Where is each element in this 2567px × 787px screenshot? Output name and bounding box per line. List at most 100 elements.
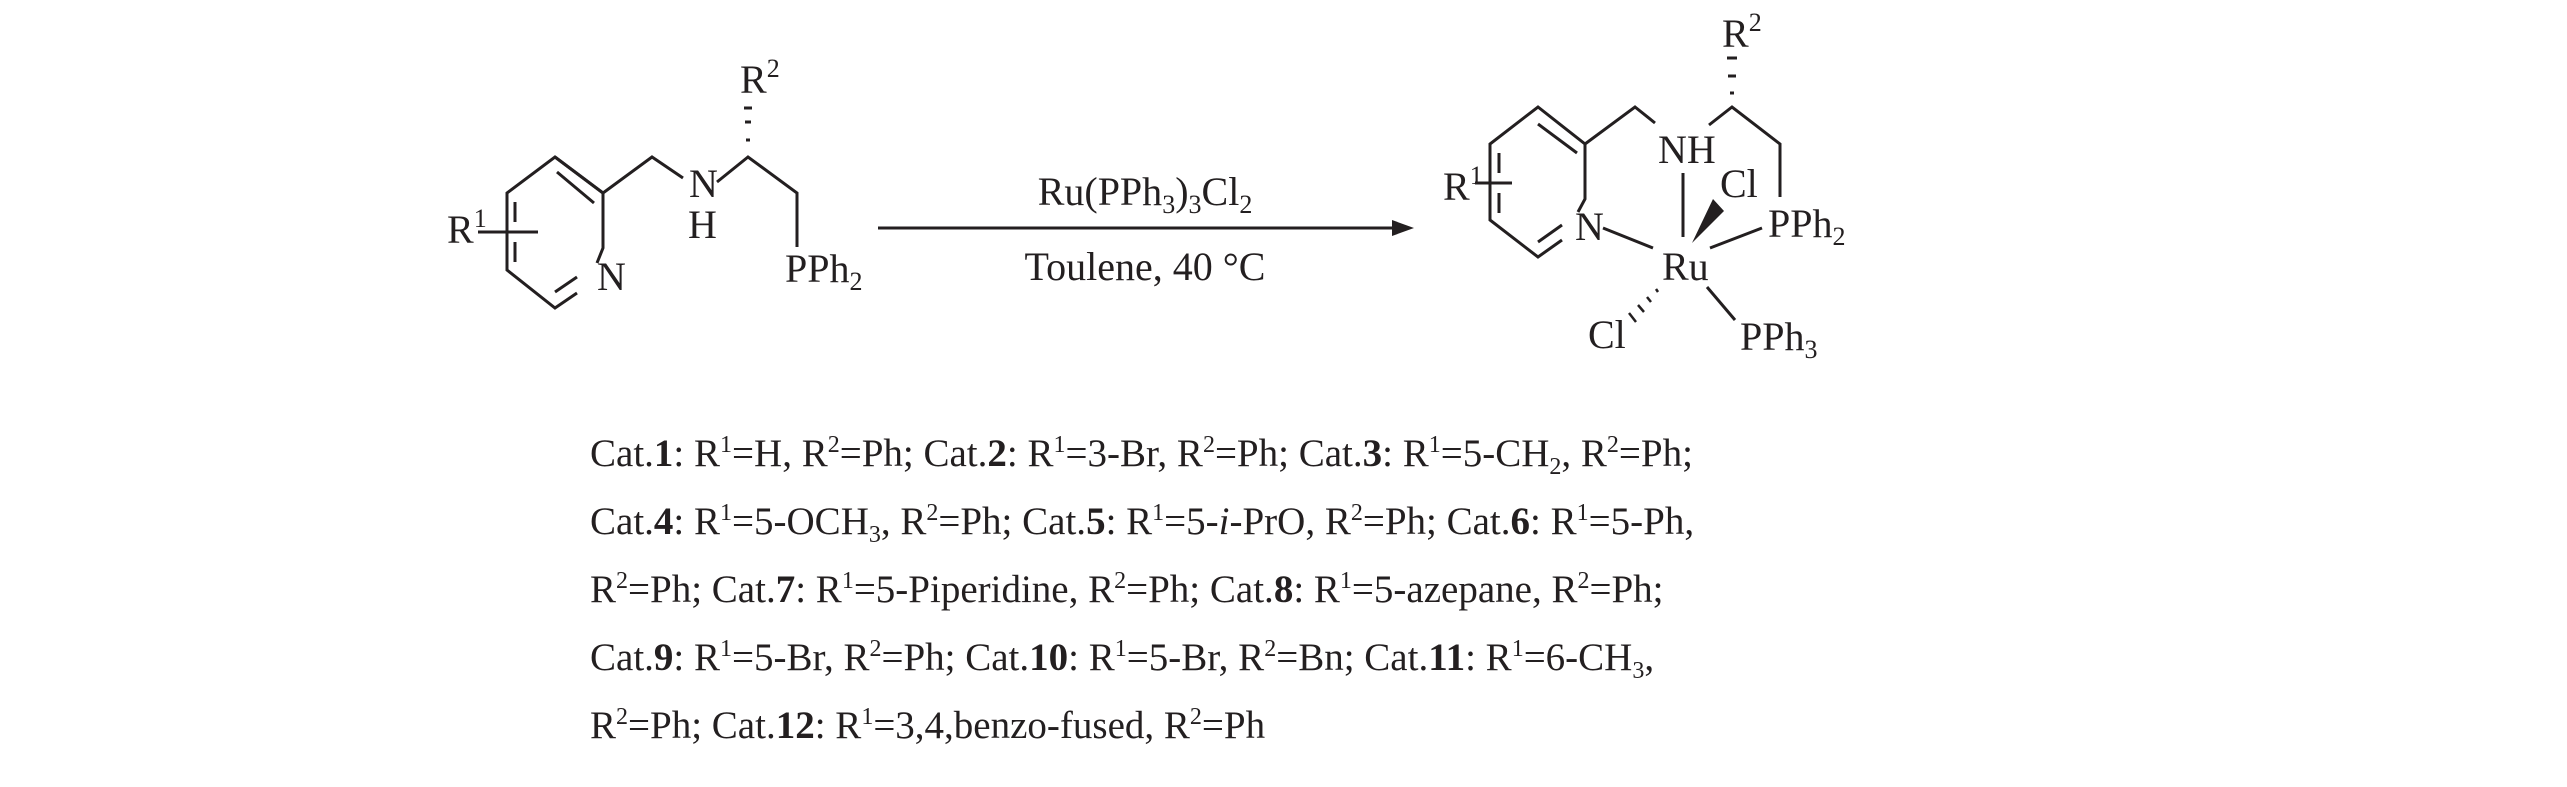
- caption-segment: -PrO, R: [1229, 500, 1351, 543]
- caption-segment: =H, R: [732, 432, 828, 475]
- caption-segment: 1: [841, 568, 854, 594]
- caption-segment: : R: [1530, 500, 1577, 543]
- product-pph3-label: PPh3: [1740, 314, 1818, 364]
- hashed-bond: [1727, 56, 1737, 95]
- caption-segment: 1: [653, 432, 674, 475]
- caption-segment: =Bn; Cat.: [1276, 636, 1429, 679]
- caption-segment: : R: [814, 704, 862, 747]
- cl-bottom-label: Cl: [1588, 312, 1626, 357]
- caption-segment: ,: [1644, 636, 1655, 679]
- caption-segment: 2: [1606, 432, 1619, 458]
- caption-segment: 1: [1152, 500, 1165, 526]
- caption-segment: =6-CH: [1523, 636, 1633, 679]
- caption-segment: 1: [720, 432, 733, 458]
- caption-segment: 1: [1428, 432, 1441, 458]
- product-r2-label: R2: [1722, 8, 1762, 56]
- product-nh-label: NH: [1658, 127, 1716, 172]
- caption-segment: 1: [1576, 500, 1589, 526]
- caption-segment: 2: [869, 636, 882, 662]
- caption-segment: =Ph; Cat.: [938, 500, 1087, 543]
- cl-top-label: Cl: [1720, 161, 1758, 206]
- amine-h-label: H: [688, 202, 717, 247]
- caption-segment: =Ph; Cat.: [628, 568, 776, 611]
- caption-segment: 2: [1189, 704, 1202, 730]
- caption-line: R2=Ph; Cat.7: R1=5-Piperidine, R2=Ph; Ca…: [590, 556, 1694, 624]
- caption-segment: =3,4,benzo-fused, R: [873, 704, 1190, 747]
- caption-segment: : R: [1006, 432, 1054, 475]
- product-structure: R1 N NH R2 Ru Cl Cl PPh2 PPh3: [1443, 8, 1846, 364]
- caption-segment: 2: [1549, 454, 1562, 480]
- caption-segment: 6: [1510, 500, 1531, 543]
- caption-segment: 1: [1114, 636, 1127, 662]
- caption-segment: 2: [926, 500, 939, 526]
- caption-segment: 10: [1029, 636, 1069, 679]
- caption-line: R2=Ph; Cat.12: R1=3,4,benzo-fused, R2=Ph: [590, 692, 1694, 760]
- caption-segment: 12: [775, 704, 815, 747]
- caption-segment: : R: [1382, 432, 1429, 475]
- wedge-bond: [1692, 199, 1724, 243]
- caption-segment: =5-Ph,: [1588, 500, 1695, 543]
- reaction-arrow: Ru(PPh3)3Cl2 Toulene, 40 °C: [878, 169, 1414, 289]
- caption-segment: =Ph; Cat.: [1214, 432, 1363, 475]
- caption-segment: : R: [673, 636, 721, 679]
- caption-segment: 2: [1202, 432, 1215, 458]
- caption-segment: 1: [1053, 432, 1066, 458]
- caption-segment: =5-Br, R: [1126, 636, 1265, 679]
- caption-segment: =Ph;: [1589, 568, 1664, 611]
- hashed-bond: [1628, 288, 1660, 323]
- caption-segment: =5-azepane, R: [1351, 568, 1578, 611]
- reagent-label: Ru(PPh3)3Cl2: [1038, 169, 1253, 219]
- caption-segment: =5-Piperidine, R: [853, 568, 1115, 611]
- r2-label: R2: [740, 54, 780, 102]
- caption-segment: =Ph; Cat.: [1362, 500, 1511, 543]
- conditions-label: Toulene, 40 °C: [1025, 244, 1266, 289]
- r1-label: R1: [447, 204, 487, 252]
- caption-segment: : R: [1465, 636, 1512, 679]
- reactant-structure: R1 N N H R2 PPh2: [447, 54, 863, 310]
- caption-line: Cat.9: R1=5-Br, R2=Ph; Cat.10: R1=5-Br, …: [590, 624, 1694, 692]
- caption-segment: Cat.: [590, 636, 654, 679]
- caption-segment: 2: [616, 568, 629, 594]
- caption-segment: =5-CH: [1440, 432, 1550, 475]
- catalyst-caption: Cat.1: R1=H, R2=Ph; Cat.2: R1=3-Br, R2=P…: [590, 420, 1694, 760]
- caption-segment: , R: [1561, 432, 1607, 475]
- caption-segment: =Ph; Cat.: [628, 704, 776, 747]
- caption-segment: 4: [653, 500, 674, 543]
- caption-segment: Cat.: [590, 432, 654, 475]
- pyridine-n-label: N: [597, 254, 626, 299]
- caption-segment: 2: [987, 432, 1007, 475]
- caption-segment: R: [590, 704, 617, 747]
- caption-segment: =Ph: [1201, 704, 1266, 747]
- caption-segment: 2: [1350, 500, 1363, 526]
- caption-segment: 2: [827, 432, 840, 458]
- product-pph2-label: PPh2: [1768, 201, 1846, 251]
- caption-segment: 1: [1511, 636, 1524, 662]
- caption-segment: Cat.: [590, 500, 654, 543]
- ru-label: Ru: [1662, 244, 1709, 289]
- caption-line: Cat.4: R1=5-OCH3, R2=Ph; Cat.5: R1=5-i-P…: [590, 488, 1694, 556]
- pph2-label: PPh2: [785, 246, 863, 296]
- caption-segment: 3: [868, 522, 881, 548]
- caption-segment: 2: [1114, 568, 1127, 594]
- caption-segment: : R: [1293, 568, 1340, 611]
- caption-segment: 5: [1086, 500, 1106, 543]
- caption-segment: 11: [1428, 636, 1466, 679]
- product-r1-label: R1: [1443, 161, 1483, 209]
- caption-segment: 2: [1264, 636, 1277, 662]
- caption-segment: 1: [720, 500, 733, 526]
- caption-segment: : R: [673, 500, 721, 543]
- caption-segment: : R: [795, 568, 842, 611]
- caption-line: Cat.1: R1=H, R2=Ph; Cat.2: R1=3-Br, R2=P…: [590, 420, 1694, 488]
- amine-n-label: N: [689, 161, 718, 206]
- product-pyridine-n-label: N: [1575, 204, 1604, 249]
- caption-segment: =Ph;: [1618, 432, 1693, 475]
- caption-segment: =Ph; Cat.: [881, 636, 1030, 679]
- caption-segment: =5-: [1164, 500, 1219, 543]
- caption-segment: 1: [720, 636, 733, 662]
- caption-segment: 1: [861, 704, 874, 730]
- caption-segment: =5-Br, R: [732, 636, 870, 679]
- caption-segment: : R: [673, 432, 721, 475]
- caption-segment: 8: [1273, 568, 1294, 611]
- caption-segment: : R: [1105, 500, 1153, 543]
